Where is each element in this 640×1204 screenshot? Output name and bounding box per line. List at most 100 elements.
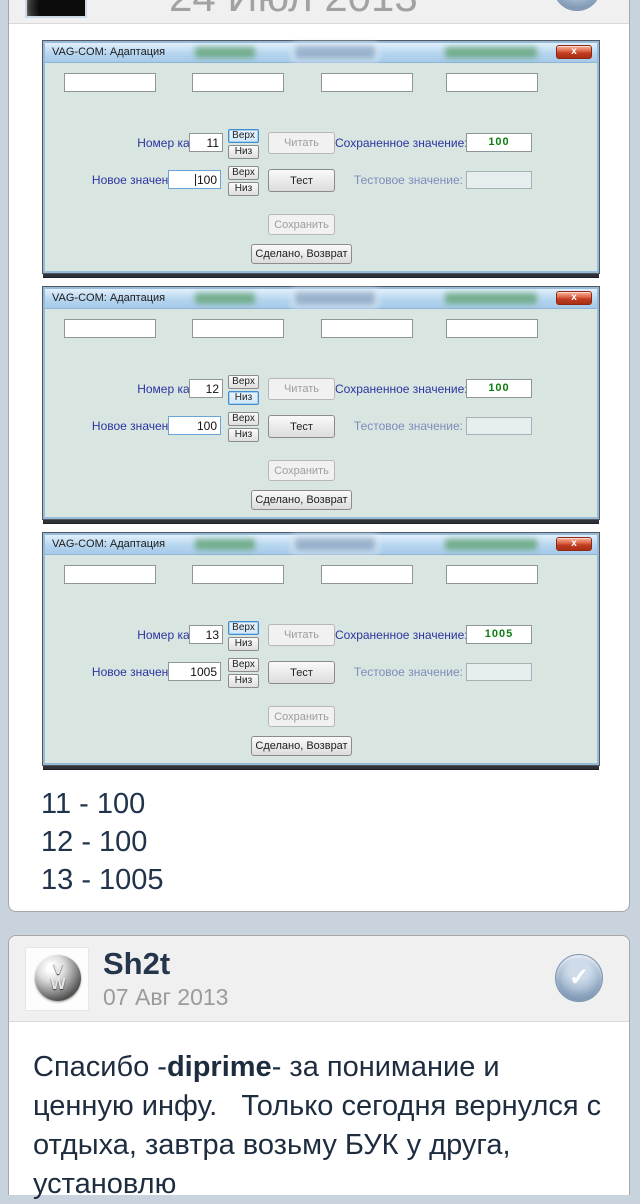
result-line: 11 - 100 xyxy=(41,788,146,820)
window-body: Номер канала: 13 Верх Низ Читать Сохране… xyxy=(45,554,597,763)
value-display-field-1[interactable] xyxy=(64,73,156,92)
redacted-text xyxy=(445,293,537,304)
vagcom-adaptation-window-2: VAG-COM: Адаптация x Номер канала: 13 Ве… xyxy=(43,533,599,765)
channel-number-input[interactable]: 11 xyxy=(189,133,223,152)
new-value-input[interactable]: 1005 xyxy=(168,662,221,681)
window-title: VAG-COM: Адаптация xyxy=(52,538,166,550)
avatar[interactable] xyxy=(25,0,87,18)
new-value-up-button[interactable]: Верх xyxy=(228,412,259,426)
redacted-text xyxy=(445,539,537,550)
post-date: 07 Авг 2013 xyxy=(103,984,229,1010)
post-header: V W Sh2t 07 Авг 2013 ✓ xyxy=(9,936,629,1022)
post-check-button[interactable]: ✓ xyxy=(553,0,601,11)
channel-up-button[interactable]: Верх xyxy=(228,129,259,143)
value-display-field-4[interactable] xyxy=(446,319,538,338)
channel-up-button[interactable]: Верх xyxy=(228,375,259,389)
test-value-label: Тестовое значение: xyxy=(353,173,463,187)
value-display-field-3[interactable] xyxy=(321,565,413,584)
redacted-text xyxy=(445,47,537,58)
test-value-label: Тестовое значение: xyxy=(353,665,463,679)
window-body: Номер канала: 12 Верх Низ Читать Сохране… xyxy=(45,308,597,517)
new-value-up-button[interactable]: Верх xyxy=(228,658,259,672)
new-value-label: Новое значение: xyxy=(91,419,185,433)
done-return-button[interactable]: Сделано, Возврат xyxy=(251,244,352,264)
window-body: Номер канала: 11 Верх Низ Читать Сохране… xyxy=(45,62,597,271)
stored-value-field: 100 xyxy=(466,379,532,398)
value-display-field-3[interactable] xyxy=(321,319,413,338)
window-titlebar[interactable]: VAG-COM: Адаптация x xyxy=(45,289,597,309)
value-display-field-4[interactable] xyxy=(446,73,538,92)
read-button[interactable]: Читать xyxy=(268,624,335,646)
new-value-label: Новое значение: xyxy=(91,173,185,187)
value-display-field-2[interactable] xyxy=(192,73,284,92)
window-titlebar[interactable]: VAG-COM: Адаптация x xyxy=(45,43,597,63)
redacted-text xyxy=(295,46,375,59)
forum-thread-page: { "icons": { "check": "✓" }, "prev_post"… xyxy=(8,0,630,1200)
close-button[interactable]: x xyxy=(556,291,592,305)
vw-logo-v: V xyxy=(52,961,63,978)
redacted-text xyxy=(195,293,255,304)
adaptation-results: 11 - 100 12 - 100 13 - 1005 xyxy=(41,785,164,899)
test-button[interactable]: Тест xyxy=(268,661,335,684)
channel-number-input[interactable]: 13 xyxy=(189,625,223,644)
post-header: 24 Июл 2013 ✓ xyxy=(9,0,629,24)
value-display-field-1[interactable] xyxy=(64,319,156,338)
vag-window-stack: VAG-COM: Адаптация x Номер канала: 11 Ве… xyxy=(43,41,599,779)
done-return-button[interactable]: Сделано, Возврат xyxy=(251,736,352,756)
value-display-field-2[interactable] xyxy=(192,565,284,584)
redacted-text xyxy=(195,47,255,58)
channel-down-button[interactable]: Низ xyxy=(228,145,259,159)
vw-logo-w: W xyxy=(50,976,66,993)
post-text: Спасибо - xyxy=(33,1051,167,1083)
value-display-field-1[interactable] xyxy=(64,565,156,584)
done-return-button[interactable]: Сделано, Возврат xyxy=(251,490,352,510)
check-icon: ✓ xyxy=(568,964,590,991)
channel-up-button[interactable]: Верх xyxy=(228,621,259,635)
new-value-down-button[interactable]: Низ xyxy=(228,674,259,688)
new-value-up-button[interactable]: Верх xyxy=(228,166,259,180)
channel-number-input[interactable]: 12 xyxy=(189,379,223,398)
stored-value-field: 100 xyxy=(466,133,532,152)
window-title: VAG-COM: Адаптация xyxy=(52,46,166,58)
save-button[interactable]: Сохранить xyxy=(268,460,335,481)
channel-down-button[interactable]: Низ xyxy=(228,391,259,405)
redacted-text xyxy=(295,292,375,305)
new-value-down-button[interactable]: Низ xyxy=(228,428,259,442)
post-author[interactable]: Sh2t xyxy=(103,946,171,981)
window-titlebar[interactable]: VAG-COM: Адаптация x xyxy=(45,535,597,555)
save-button[interactable]: Сохранить xyxy=(268,706,335,727)
new-value-label: Новое значение: xyxy=(91,665,185,679)
new-value-input[interactable]: 100 xyxy=(168,416,221,435)
redacted-text xyxy=(195,539,255,550)
new-value-text: 100 xyxy=(196,173,217,187)
window-title: VAG-COM: Адаптация xyxy=(52,292,166,304)
stored-value-label: Сохраненное значение: xyxy=(335,382,468,396)
new-value-text: 1005 xyxy=(190,665,217,679)
value-display-field-2[interactable] xyxy=(192,319,284,338)
new-value-down-button[interactable]: Низ xyxy=(228,182,259,196)
test-button[interactable]: Тест xyxy=(268,415,335,438)
post-card-previous: 24 Июл 2013 ✓ VAG-COM: Адаптация x Номер… xyxy=(8,0,630,912)
text-caret xyxy=(194,174,196,186)
save-button[interactable]: Сохранить xyxy=(268,214,335,235)
post-check-button[interactable]: ✓ xyxy=(555,954,603,1002)
test-value-field xyxy=(466,171,532,189)
post-date: 24 Июл 2013 xyxy=(169,0,418,21)
close-button[interactable]: x xyxy=(556,45,592,59)
post-card-sh2t: V W Sh2t 07 Авг 2013 ✓ Спасибо -diprime-… xyxy=(8,935,630,1200)
new-value-text: 100 xyxy=(196,419,217,433)
test-button[interactable]: Тест xyxy=(268,169,335,192)
result-line: 13 - 1005 xyxy=(41,864,164,896)
test-value-field xyxy=(466,417,532,435)
vw-logo-icon: V W xyxy=(35,955,81,1001)
redacted-text xyxy=(295,538,375,551)
value-display-field-4[interactable] xyxy=(446,565,538,584)
new-value-input[interactable]: 100 xyxy=(168,170,221,189)
read-button[interactable]: Читать xyxy=(268,378,335,400)
channel-down-button[interactable]: Низ xyxy=(228,637,259,651)
read-button[interactable]: Читать xyxy=(268,132,335,154)
close-button[interactable]: x xyxy=(556,537,592,551)
value-display-field-3[interactable] xyxy=(321,73,413,92)
result-line: 12 - 100 xyxy=(41,826,148,858)
avatar[interactable]: V W xyxy=(25,947,89,1011)
